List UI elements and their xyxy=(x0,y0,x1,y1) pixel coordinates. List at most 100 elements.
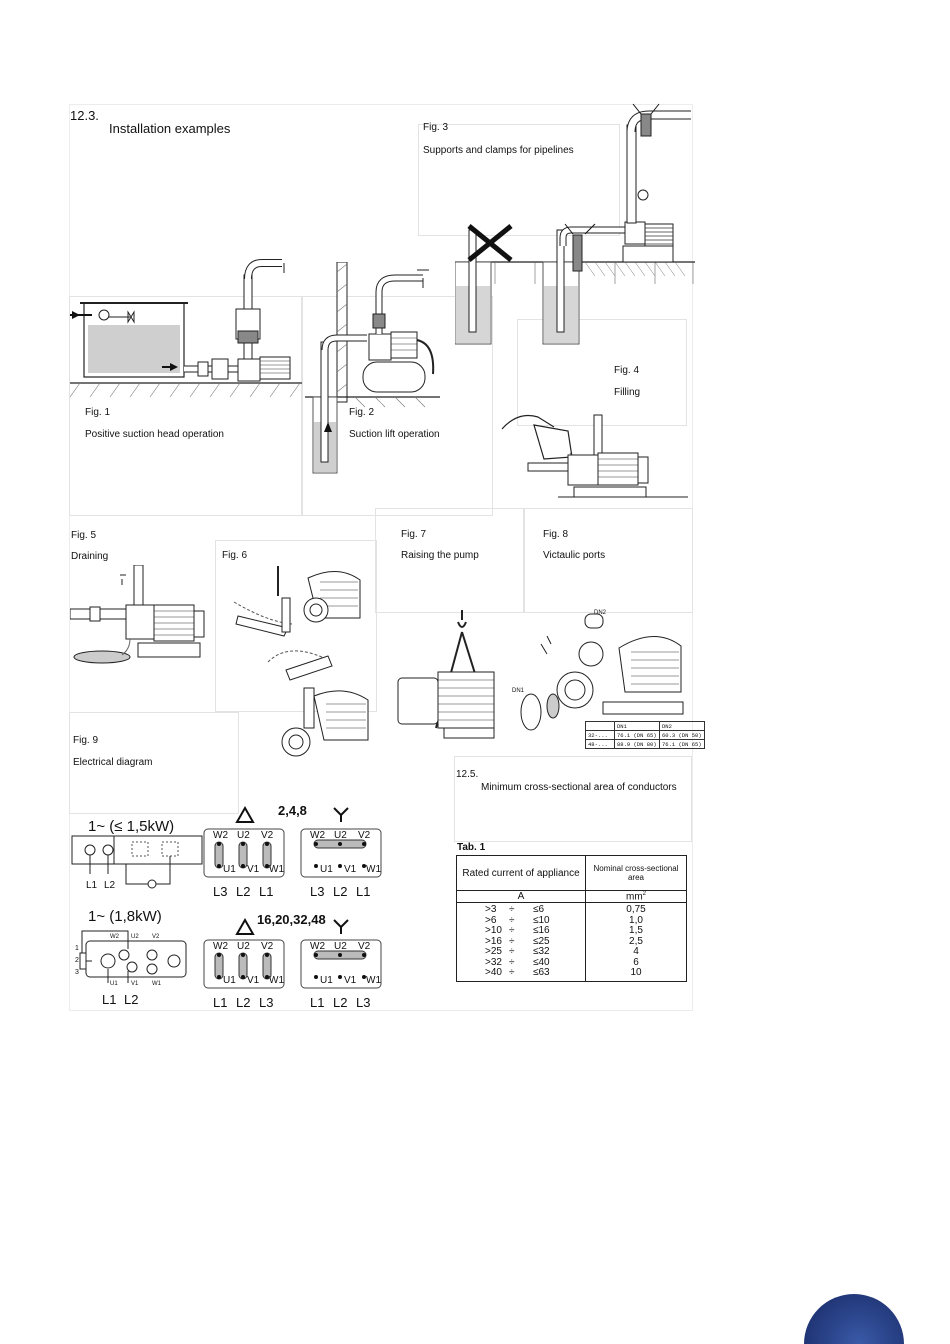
dn-header-blank xyxy=(585,721,615,731)
table1-range-from: >10 xyxy=(485,925,502,937)
single-phase-large-diagram xyxy=(79,930,187,983)
terminal-box-star-a xyxy=(300,828,382,878)
delta-a-w2: W2 xyxy=(213,830,228,841)
star-a-line-3: L1 xyxy=(356,884,371,899)
models-b-label: 16,20,32,48 xyxy=(257,912,326,927)
frame-fig7 xyxy=(375,508,525,613)
delta-b-u1: U1 xyxy=(223,975,236,986)
fig5-label: Fig. 5 xyxy=(71,530,97,541)
conductor-area-table: Rated current of appliance Nominal cross… xyxy=(456,855,687,982)
star-b-w1: W1 xyxy=(366,975,381,986)
large-terminal-w1: W1 xyxy=(152,981,161,987)
frame-fig3 xyxy=(418,124,620,236)
dn-cell: 48-... xyxy=(585,739,615,749)
star-a-u2: U2 xyxy=(334,830,347,841)
delta-b-u2: U2 xyxy=(237,941,250,952)
large-terminal-u2: U2 xyxy=(131,934,139,940)
single-phase-small-label: 1~ (≤ 1,5kW) xyxy=(88,818,175,835)
table1-range-row: >32÷≤40 xyxy=(485,956,581,969)
fig9-caption: Electrical diagram xyxy=(73,757,153,768)
table1-col2-unit-sup: 2 xyxy=(642,891,646,897)
fig3-caption: Supports and clamps for pipelines xyxy=(423,145,574,156)
dn-cell: 60.3 (DN 50) xyxy=(659,730,705,740)
table1-col1-header: Rated current of appliance xyxy=(456,855,586,891)
dn-cell: 76.1 (DN 65) xyxy=(659,739,705,749)
star-a-u1: U1 xyxy=(320,864,333,875)
table1-area-value: 1,5 xyxy=(629,925,643,937)
large-terminal-v1: V1 xyxy=(131,981,139,987)
table1-range-sep: ÷ xyxy=(509,925,515,937)
fig8-label: Fig. 8 xyxy=(543,529,569,540)
side-number-2: 2 xyxy=(75,957,79,964)
star-b-v1: V1 xyxy=(344,975,357,986)
fig9-label: Fig. 9 xyxy=(73,735,99,746)
single-phase-large-label: 1~ (1,8kW) xyxy=(88,908,162,925)
dn-cell: 76.1 (DN 65) xyxy=(614,730,660,740)
star-b-v2: V2 xyxy=(358,941,371,952)
table1-range-row: >6÷≤10 xyxy=(485,914,581,927)
fig3-illustration xyxy=(455,103,695,345)
table1-range-row: >16÷≤25 xyxy=(485,935,581,948)
section-number: 12.3. xyxy=(70,108,99,123)
star-a-v2: V2 xyxy=(358,830,371,841)
dn1-label: DN1 xyxy=(512,688,525,694)
table1-unit-row: A mm2 xyxy=(456,890,687,904)
frame-fig2 xyxy=(301,296,493,516)
fig6-label: Fig. 6 xyxy=(222,550,248,561)
fig8-caption: Victaulic ports xyxy=(543,550,606,561)
table1-range-sep: ÷ xyxy=(509,935,515,947)
delta-b-w1: W1 xyxy=(269,975,284,986)
table1-range-from: >16 xyxy=(485,935,502,947)
table1-range-sep: ÷ xyxy=(509,946,515,958)
delta-a-u1: U1 xyxy=(223,864,236,875)
delta-symbol-a xyxy=(235,806,255,823)
table1-col2-unit-cell: mm2 xyxy=(585,890,687,904)
table1-range-to: ≤32 xyxy=(533,946,550,958)
table1-range-sep: ÷ xyxy=(509,956,515,968)
dn-cell: 88.9 (DN 80) xyxy=(614,739,660,749)
table1-range-from: >6 xyxy=(485,914,497,926)
fig5-illustration xyxy=(70,565,205,664)
section-title: Installation examples xyxy=(109,121,231,136)
delta-a-line-1: L3 xyxy=(213,884,228,899)
page-badge xyxy=(804,1294,904,1344)
large-terminal-w2: W2 xyxy=(110,934,119,940)
table1-range-to: ≤63 xyxy=(533,967,550,979)
delta-a-u2: U2 xyxy=(237,830,250,841)
large-terminal-v2: V2 xyxy=(152,934,160,940)
section-12-5-number: 12.5. xyxy=(456,769,479,780)
table1-range-from: >3 xyxy=(485,904,497,916)
star-a-line-1: L3 xyxy=(310,884,325,899)
table1-range-from: >32 xyxy=(485,956,502,968)
single-line-l1: L1 xyxy=(86,880,98,891)
delta-a-w1: W1 xyxy=(269,864,284,875)
fig1-caption: Positive suction head operation xyxy=(85,429,224,440)
table1-range-row: >10÷≤16 xyxy=(485,926,581,937)
delta-symbol-b xyxy=(235,918,255,935)
fig8-illustration xyxy=(520,613,684,731)
star-b-line-3: L3 xyxy=(356,995,371,1010)
table1-col1-unit: A xyxy=(456,890,586,904)
star-a-w1: W1 xyxy=(366,864,381,875)
star-b-w2: W2 xyxy=(310,941,325,952)
table1-area-value: 4 xyxy=(633,946,639,958)
star-a-v1: V1 xyxy=(344,864,357,875)
delta-a-line-2: L2 xyxy=(236,884,251,899)
table1-range-sep: ÷ xyxy=(509,967,515,979)
fig7-label: Fig. 7 xyxy=(401,529,427,540)
dn2-label: DN2 xyxy=(594,610,607,616)
table1-range-sep: ÷ xyxy=(509,914,515,926)
table1-range-row: >3÷≤6 xyxy=(485,905,581,916)
dn-header-dn2: DN2 xyxy=(659,721,705,731)
terminal-box-delta-b xyxy=(203,939,285,989)
table1-col2-unit: mm xyxy=(625,891,643,903)
terminal-box-delta-a xyxy=(203,828,285,878)
star-symbol-b xyxy=(333,919,349,934)
star-b-u2: U2 xyxy=(334,941,347,952)
fig2-caption: Suction lift operation xyxy=(349,429,440,440)
table1-header-row: Rated current of appliance Nominal cross… xyxy=(456,855,687,891)
fig6-illustration xyxy=(233,566,369,757)
fig7-caption: Raising the pump xyxy=(401,550,479,561)
